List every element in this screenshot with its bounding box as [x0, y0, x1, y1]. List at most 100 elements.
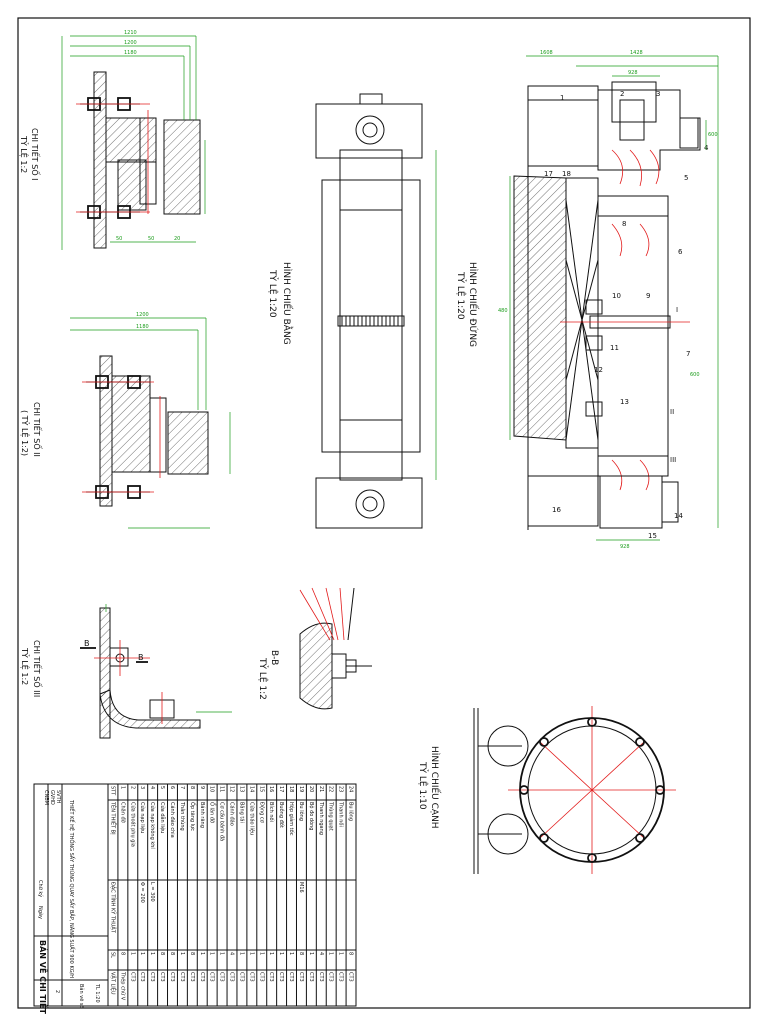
detail-3-title: CHI TIẾT SỐ III	[32, 640, 44, 697]
table-cell: 2	[129, 786, 135, 789]
table-cell: CT3	[308, 972, 314, 982]
table-cell: 1	[278, 952, 284, 955]
plan-view: HÌNH CHIẾU BẰNG TỶ LỆ 1:20	[267, 93, 437, 529]
table-cell: M16	[298, 882, 304, 893]
table-cell: 16	[268, 786, 274, 792]
table-cell: CT3	[238, 972, 244, 982]
roman-mark-ii: II	[670, 408, 674, 416]
table-cell: Thanh ngang	[318, 801, 324, 835]
table-cell: 1	[308, 952, 314, 955]
table-cell: CT3	[348, 972, 354, 982]
section-mark-b1: B	[84, 639, 90, 648]
table-cell: Hộp giảm tốc	[288, 802, 295, 836]
table-cell: Cánh đảo	[229, 802, 236, 826]
table-cell: Thùng quạt	[328, 801, 335, 831]
dim-600-mid: 600	[690, 372, 700, 378]
detail-2-title: CHI TIẾT SỐ II	[32, 402, 44, 457]
table-cell: 13	[238, 786, 244, 792]
table-cell: CT3	[268, 972, 274, 982]
table-cell: 8	[189, 952, 195, 955]
table-cell: 1	[209, 952, 215, 955]
title-drawing-name: BẢN VẼ CHI TIẾT	[38, 940, 50, 1014]
table-header-cell: STT	[109, 786, 115, 796]
dim-1210: 1210	[124, 30, 137, 36]
dim-928-top: 928	[628, 70, 638, 76]
svg-text:14: 14	[674, 512, 683, 520]
table-cell: CT3	[298, 972, 304, 982]
table-cell: 4	[229, 952, 235, 955]
table-cell: 10	[209, 786, 215, 792]
table-cell: CT3	[169, 972, 175, 982]
table-cell: 12	[229, 786, 235, 792]
table-cell: 9	[199, 786, 205, 789]
table-cell: Cánh đảo chia	[169, 802, 176, 838]
side-view-title: HÌNH CHIẾU CẠNH	[429, 746, 441, 829]
table-cell: 8	[189, 786, 195, 789]
table-cell: CT3	[149, 972, 155, 982]
table-cell: 1	[258, 952, 264, 955]
table-cell: Động cơ	[258, 802, 265, 824]
plan-view-scale: TỶ LỆ 1:20	[267, 269, 279, 318]
svg-text:5: 5	[684, 174, 688, 182]
plan-view-title: HÌNH CHIẾU BẰNG	[281, 262, 294, 345]
table-cell: 20	[308, 786, 314, 792]
table-cell: CT3	[209, 972, 215, 982]
table-cell: Thanh nối	[338, 801, 345, 827]
front-callouts: 1 2 3 4 5 6 7 8 9 10 11 12 13 14 15 16 1…	[544, 90, 709, 540]
front-view-title: HÌNH CHIẾU ĐỨNG	[467, 262, 479, 347]
table-cell: 1	[328, 952, 334, 955]
table-cell: Cửa tháo liệu	[248, 802, 255, 835]
table-cell: Cửa dẫn liệu	[159, 802, 166, 833]
detail-1-scale: TỶ LỆ 1:2	[18, 135, 30, 173]
section-bb-scale: TỶ LỆ 1:2	[257, 657, 269, 700]
table-cell: CT3	[229, 972, 235, 982]
side-view: HÌNH CHIẾU CẠNH TỶ LỆ 1:10	[417, 706, 676, 874]
table-cell: 4	[318, 952, 324, 955]
title-role-2: GVHD	[49, 790, 55, 805]
svg-text:2: 2	[620, 90, 624, 98]
detail-2-scale: ( TỶ LỆ 1:2)	[19, 410, 31, 456]
title-sheet-label: Bản vẽ số	[78, 984, 85, 1009]
table-cell: 21	[318, 786, 324, 792]
svg-text:1: 1	[560, 94, 564, 102]
side-view-scale: TỶ LỆ 1:10	[417, 761, 429, 810]
svg-text:12: 12	[594, 366, 603, 374]
section-mark-b2: B	[138, 653, 144, 662]
table-cell: CT3	[139, 972, 145, 982]
table-cell: CT3	[288, 972, 294, 982]
svg-text:15: 15	[648, 532, 657, 540]
dim-20: 20	[174, 236, 180, 242]
table-cell: 1	[139, 952, 145, 955]
table-cell: CT3	[189, 972, 195, 982]
table-cell: 23	[338, 786, 344, 792]
table-cell: Cơ cấu bánh đà	[219, 802, 226, 841]
section-bb-title: B-B	[269, 650, 279, 665]
table-cell: Băng tải	[238, 802, 245, 823]
table-cell: Cửa nạp liệu	[139, 802, 146, 833]
table-cell: CT3	[278, 972, 284, 982]
dim-928-bottom: 928	[620, 544, 630, 550]
roman-mark-iii: III	[670, 456, 676, 464]
table-cell: 1	[149, 952, 155, 955]
svg-text:8: 8	[622, 220, 626, 228]
table-cell: CT3	[159, 972, 165, 982]
detail-3-scale: TỶ LỆ 1:2	[19, 647, 31, 685]
svg-text:3: 3	[656, 90, 660, 98]
table-cell: Φ = 200	[139, 882, 145, 903]
detail-3-view: B B CHI TIẾT SỐ III TỶ LỆ 1:2	[19, 604, 232, 739]
detail-1-title: CHI TIẾT SỐ I	[30, 128, 42, 181]
table-cell: 1	[338, 952, 344, 955]
table-cell: 8	[348, 952, 354, 955]
table-cell: CT3	[219, 972, 225, 982]
table-cell: 1	[179, 952, 185, 955]
title-sign: Chữ ký	[37, 880, 44, 897]
table-cell: 1	[129, 952, 135, 955]
table-cell: 7	[179, 786, 185, 789]
table-header-cell: VẬT LIỆU	[109, 972, 117, 995]
front-view-scale: TỶ LỆ 1:20	[455, 271, 467, 320]
table-cell: 14	[248, 786, 254, 792]
detail-2-view: 1200 1180 CHI TIẾT SỐ II ( TỶ LỆ 1:2)	[19, 312, 231, 529]
table-cell: CT3	[248, 972, 254, 982]
table-header-cell: TÊN THIẾT BỊ	[109, 801, 117, 835]
